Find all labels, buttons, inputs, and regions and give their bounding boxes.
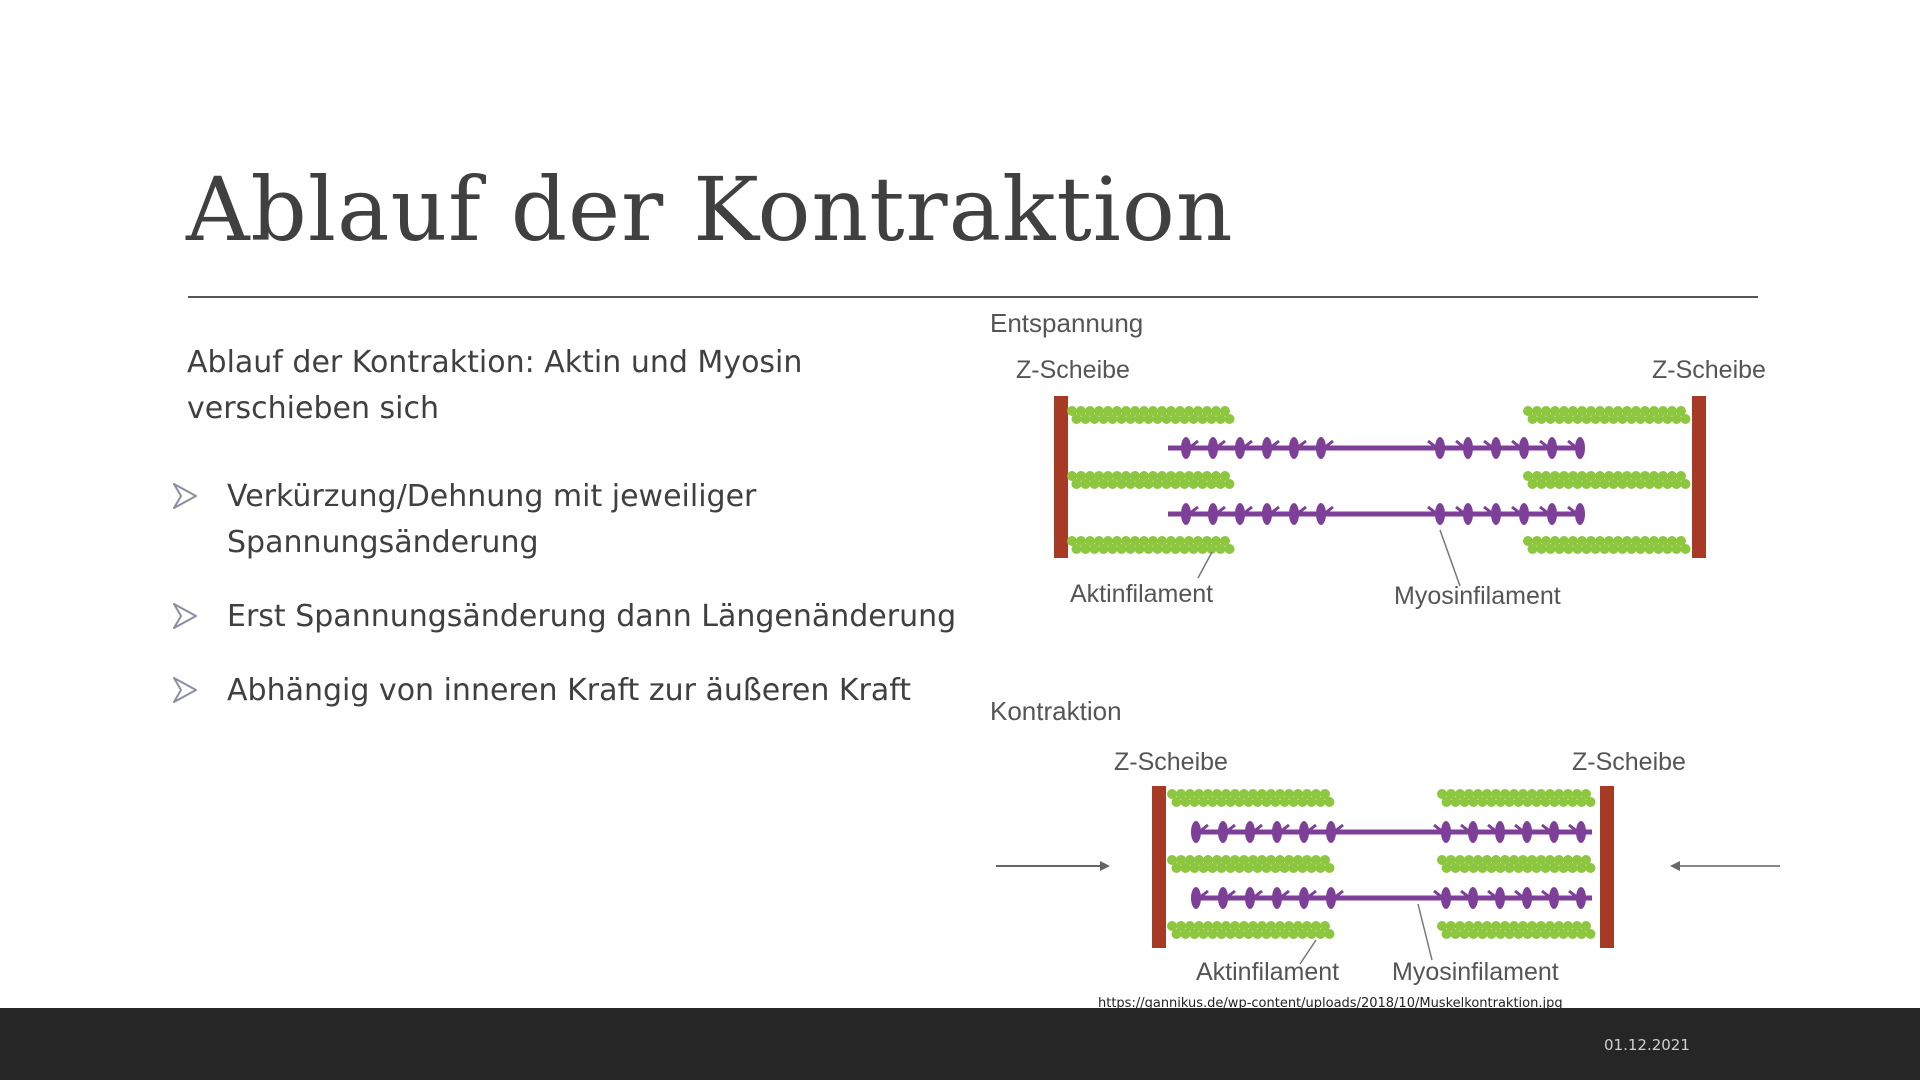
sarcomere-structure <box>1054 396 1706 558</box>
sarcomere-diagram: Entspannung Z-Scheibe Z-Scheibe Aktinfil… <box>980 300 1800 1020</box>
actin-filament <box>1167 789 1335 807</box>
actin-filament <box>1437 855 1596 873</box>
panel-relaxation: Entspannung Z-Scheibe Z-Scheibe Aktinfil… <box>990 308 1766 610</box>
force-arrow-left <box>996 861 1110 871</box>
image-source-link[interactable]: https://gannikus.de/wp-content/uploads/2… <box>1098 996 1563 1011</box>
actin-filament-label: Aktinfilament <box>1196 958 1339 986</box>
z-disc-label-right: Z-Scheibe <box>1572 748 1686 776</box>
bullet-text: Erst Spannungsänderung dann Längenänderu… <box>227 599 957 634</box>
myosin-filament-label: Myosinfilament <box>1392 958 1559 986</box>
bullet-list: Verkürzung/Dehnung mit jeweiliger Spannu… <box>172 474 972 742</box>
actin-filament <box>1067 536 1235 554</box>
actin-pointer <box>1197 551 1213 579</box>
myosin-filament <box>1191 821 1592 843</box>
myosin-filament <box>1168 503 1585 525</box>
myosin-filament <box>1168 437 1585 459</box>
sarcomere-diagram-svg: Entspannung Z-Scheibe Z-Scheibe Aktinfil… <box>990 308 1780 986</box>
arrowhead-bullet-icon <box>173 603 197 629</box>
arrowhead-bullet-icon <box>173 677 197 703</box>
bullet-item: Verkürzung/Dehnung mit jeweiliger Spannu… <box>172 474 972 566</box>
z-disc-label-left: Z-Scheibe <box>1114 748 1228 776</box>
z-disc <box>1692 396 1706 558</box>
footer-date: 01.12.2021 <box>1604 1036 1690 1054</box>
panel-heading: Entspannung <box>990 308 1143 338</box>
myosin-filament-label: Myosinfilament <box>1394 582 1561 610</box>
footer-bar <box>0 1008 1920 1080</box>
sarcomere-structure <box>1152 786 1614 948</box>
bullet-text: Abhängig von inneren Kraft zur äußeren K… <box>227 673 912 708</box>
z-disc-label-right: Z-Scheibe <box>1652 356 1766 384</box>
myosin-filament <box>1191 887 1592 909</box>
actin-filament <box>1523 406 1691 424</box>
bullet-text: Verkürzung/Dehnung mit jeweiliger Spannu… <box>227 479 757 560</box>
actin-filament <box>1437 921 1596 939</box>
actin-filament <box>1437 789 1596 807</box>
actin-filament <box>1167 855 1335 873</box>
myosin-pointer <box>1417 903 1433 961</box>
bullet-item: Abhängig von inneren Kraft zur äußeren K… <box>172 668 972 714</box>
actin-filament <box>1523 536 1691 554</box>
title-divider <box>188 296 1758 298</box>
actin-filament <box>1067 471 1235 489</box>
actin-filament <box>1067 406 1235 424</box>
intro-text: Ablauf der Kontraktion: Aktin und Myosin… <box>187 345 803 426</box>
bullet-item: Erst Spannungsänderung dann Längenänderu… <box>172 594 972 640</box>
panel-heading: Kontraktion <box>990 696 1122 726</box>
actin-filament <box>1167 921 1335 939</box>
myosin-pointer <box>1439 529 1461 587</box>
actin-filament <box>1523 471 1691 489</box>
z-disc <box>1054 396 1068 558</box>
arrowhead-bullet-icon <box>173 483 197 509</box>
actin-pointer <box>1299 939 1317 965</box>
z-disc <box>1152 786 1166 948</box>
z-disc-label-left: Z-Scheibe <box>1016 356 1130 384</box>
force-arrow-right <box>1670 861 1780 871</box>
z-disc <box>1600 786 1614 948</box>
panel-contraction: Kontraktion Z-Scheibe Z-Scheibe Aktinfil… <box>990 696 1780 986</box>
actin-filament-label: Aktinfilament <box>1070 580 1213 608</box>
slide-title: Ablauf der Kontraktion <box>186 158 1234 261</box>
